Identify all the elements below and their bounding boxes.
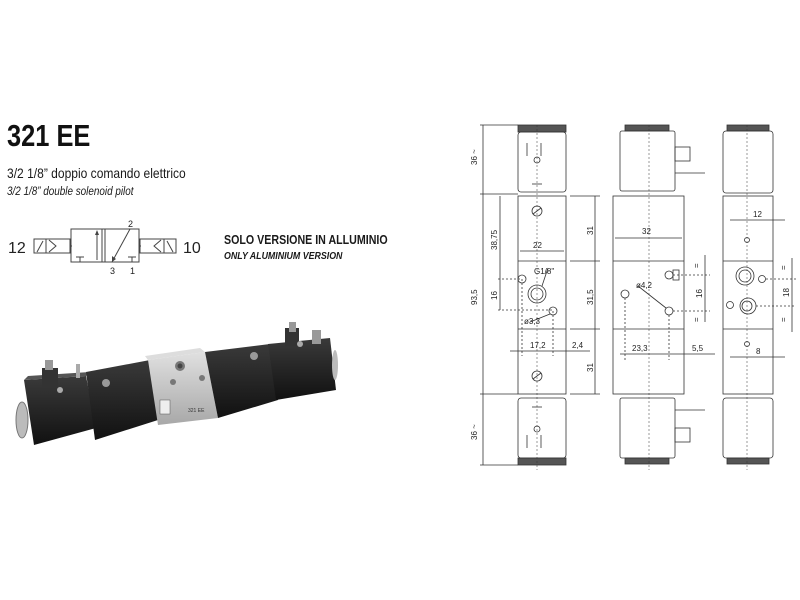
description-italian: 3/2 1/8” doppio comando elettrico [7, 165, 186, 181]
dim-hole-spacing-rear: 18 [782, 288, 791, 297]
dim-overall-height: 93,5 [470, 289, 479, 305]
dim-top-offset: 12 [753, 210, 762, 219]
dim-equal-rear-bottom: = [779, 317, 788, 322]
dim-port-offset: 38,75 [490, 229, 499, 250]
dim-hole-spacing-front: 16 [490, 291, 499, 300]
product-code: 321 EE [7, 118, 91, 153]
dim-hole-spacing-side: 16 [695, 289, 704, 298]
pilot-label-12: 12 [8, 240, 26, 257]
pilot-label-10: 10 [183, 240, 201, 257]
dim-section-top: 31 [586, 226, 595, 235]
dim-hole-distance-side: 23,3 [632, 344, 648, 353]
port-3: 3 [110, 266, 115, 276]
dim-body-depth: 32 [642, 227, 651, 236]
dim-equal-rear-top: = [779, 265, 788, 270]
dim-equal-side-top: = [692, 263, 701, 268]
dim-port-thread: G1/8" [534, 267, 554, 276]
dim-pilot-hole: ø4,2 [636, 281, 653, 290]
dim-coil-bottom: 36 ~ [470, 424, 479, 440]
dim-bottom-offset: 8 [756, 347, 761, 356]
dim-equal-side-bottom: = [692, 317, 701, 322]
note-english: ONLY ALUMINIUM VERSION [224, 250, 343, 262]
dim-hole-distance-front: 17,2 [530, 341, 546, 350]
dim-mount-hole: ø3,3 [524, 317, 541, 326]
dim-hole-offset-front: 2,4 [572, 341, 584, 350]
body-label: 321 EE [188, 408, 205, 414]
note-italian: SOLO VERSIONE IN ALLUMINIO [224, 232, 388, 247]
description-english: 3/2 1/8” double solenoid pilot [7, 186, 134, 198]
port-1: 1 [130, 266, 135, 276]
dim-section-bottom: 31 [586, 363, 595, 372]
port-2: 2 [128, 219, 133, 229]
product-photo: 321 EE [15, 322, 338, 445]
dim-coil-top: 36 ~ [470, 149, 479, 165]
valve-symbol: 12 10 2 3 1 [8, 219, 201, 276]
dim-section-mid: 31,5 [586, 289, 595, 305]
dim-hole-offset-side: 5,5 [692, 344, 704, 353]
dim-body-width: 22 [533, 241, 542, 250]
technical-drawing: 36 ~ 93,5 36 ~ 38,75 16 22 31 31,5 31 G1… [470, 124, 796, 470]
